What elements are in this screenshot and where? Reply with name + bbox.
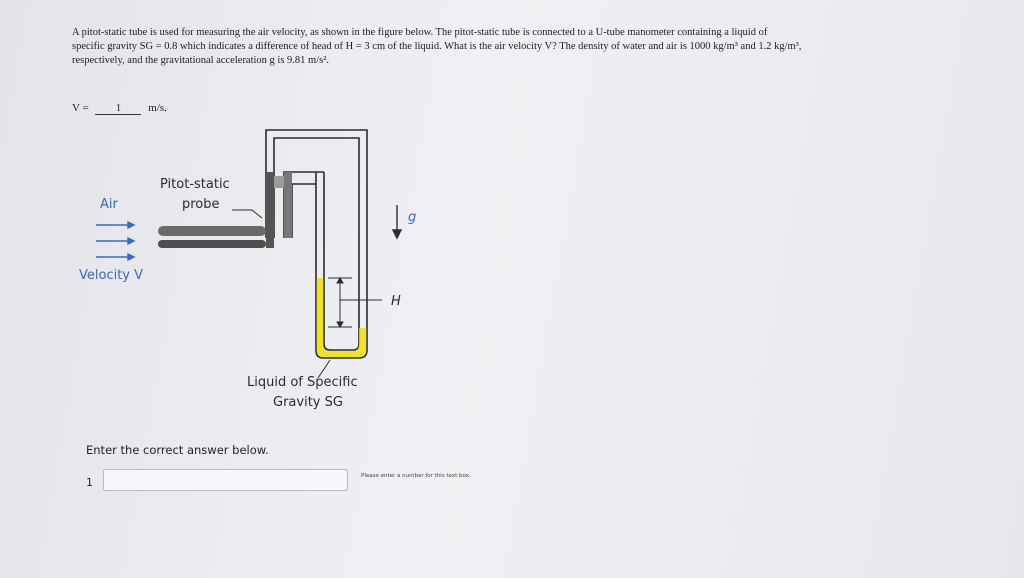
answer-unit: m/s.: [148, 102, 167, 114]
answer-prefix: V =: [72, 102, 89, 114]
question-number: 1: [86, 476, 93, 489]
question-line-1: A pitot-static tube is used for measurin…: [72, 27, 768, 38]
gravity-arrow: [391, 205, 403, 240]
question-line-2: specific gravity SG = 0.8 which indicate…: [72, 41, 802, 52]
answer-blank-ref: 1: [95, 102, 142, 115]
air-flow-arrows: [96, 220, 136, 262]
probe-label-line-1: Pitot-static: [160, 177, 230, 192]
velocity-label: Velocity V: [79, 268, 144, 283]
probe-label-line-2: probe: [182, 197, 220, 212]
u-tube-manometer: [265, 129, 368, 359]
head-dimension: [328, 277, 382, 328]
air-label: Air: [100, 197, 118, 212]
answer-prompt: Enter the correct answer below.: [86, 443, 269, 457]
probe-label-pointer: [232, 209, 263, 219]
gravity-label: g: [408, 210, 417, 225]
answer-line: V = 1 m/s.: [72, 102, 167, 115]
liquid-label-pointer: [317, 359, 331, 379]
manometer-liquid: [316, 278, 367, 357]
answer-input[interactable]: [103, 469, 348, 491]
probe-body: [158, 172, 292, 248]
head-label: H: [391, 294, 401, 309]
question-text: A pitot-static tube is used for measurin…: [72, 26, 1002, 68]
input-hint: Please enter a number for this text box.: [361, 473, 471, 479]
liquid-label-line-2: Gravity SG: [273, 395, 343, 410]
liquid-label-line-1: Liquid of Specific: [247, 375, 358, 390]
question-line-3: respectively, and the gravitational acce…: [72, 55, 330, 66]
